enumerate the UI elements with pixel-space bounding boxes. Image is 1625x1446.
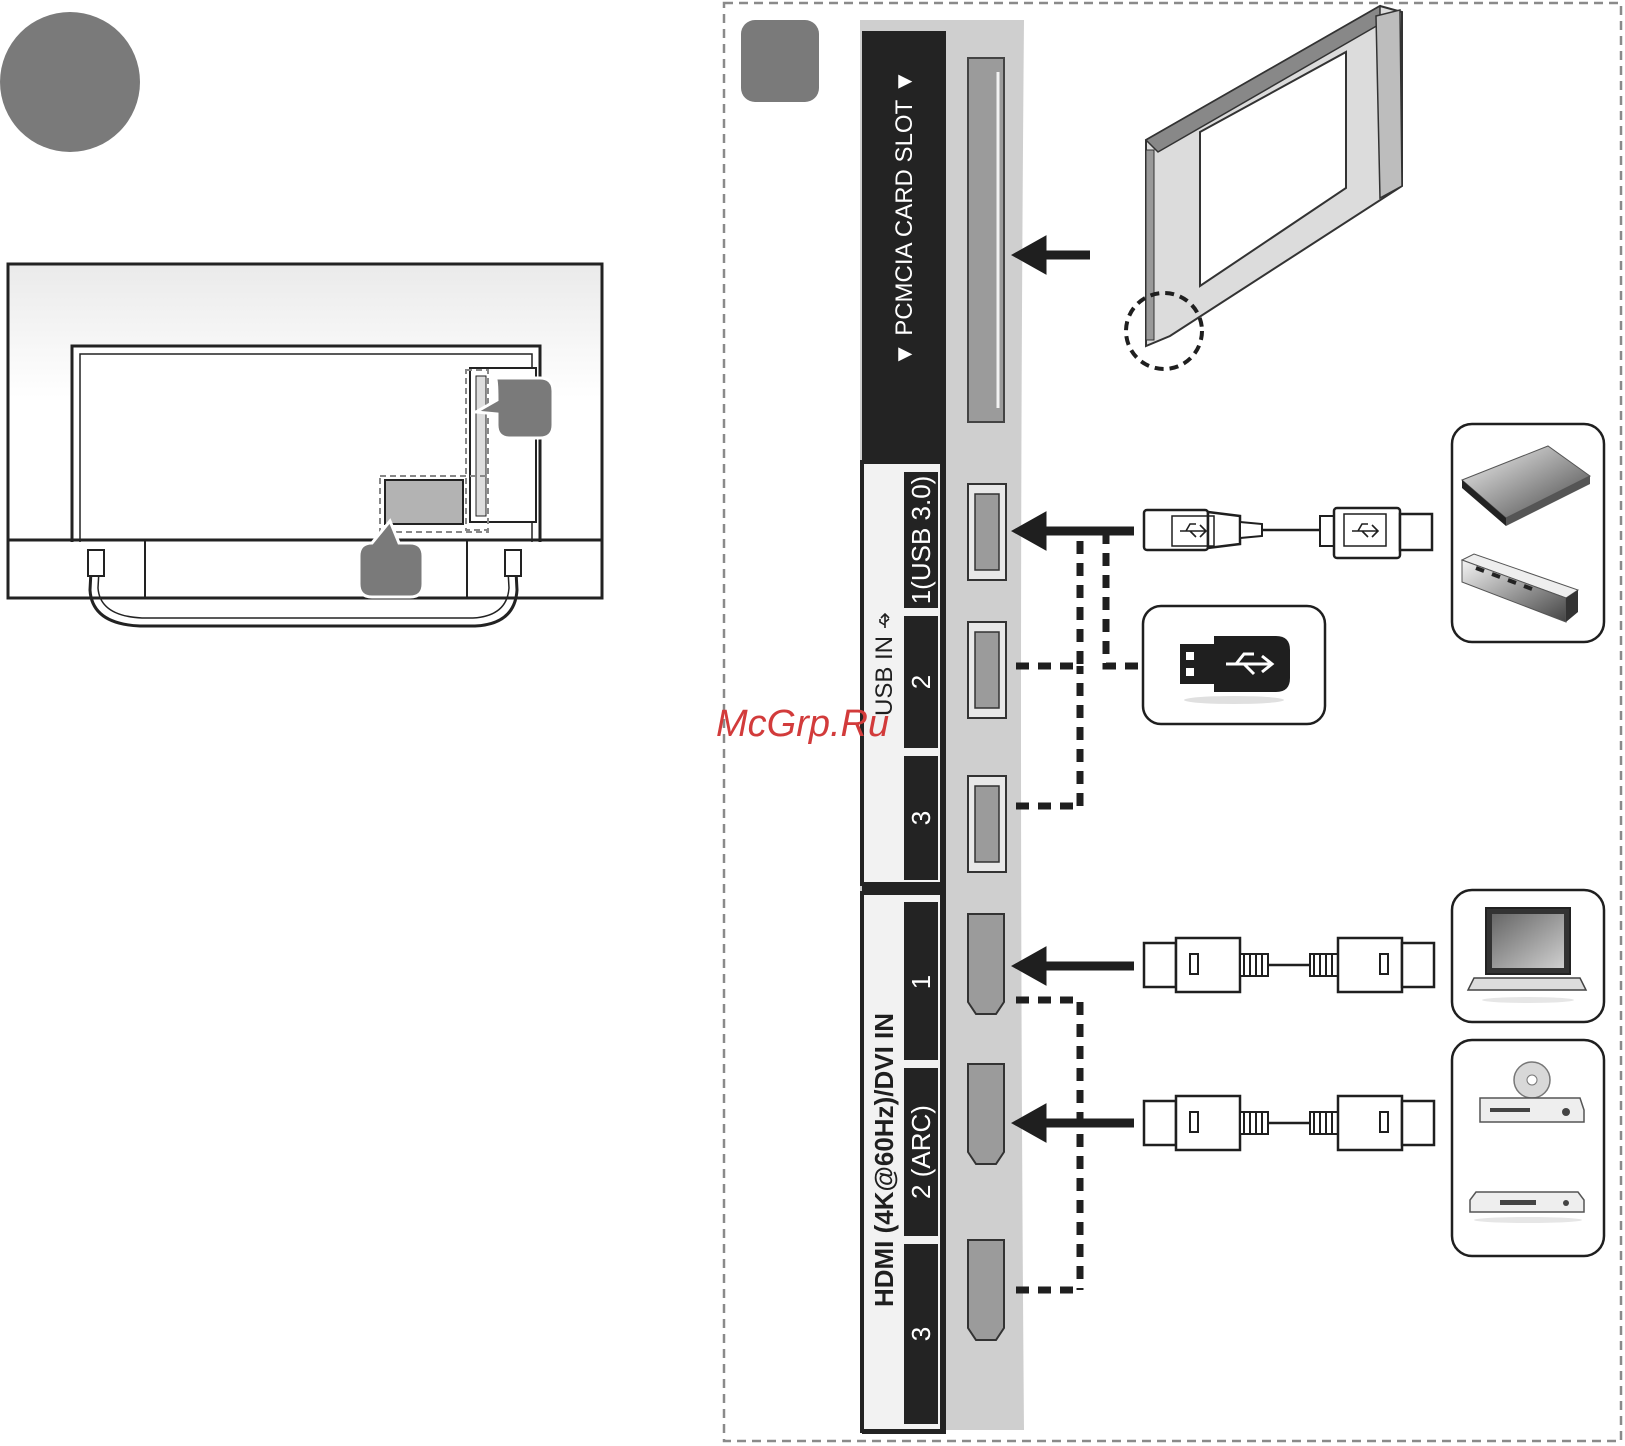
laptop-device — [1452, 890, 1604, 1022]
usb-port-3 — [968, 776, 1006, 872]
hdmi-cable-2 — [1144, 1096, 1434, 1150]
step-badge-b — [741, 20, 819, 102]
pcmcia-slot — [968, 58, 1004, 422]
watermark: McGrp.Ru — [716, 703, 889, 745]
hdmi3-label: 3 — [906, 1327, 936, 1341]
pcmcia-label: ▼ PCMCIA CARD SLOT ▼ — [891, 70, 918, 366]
usb-cable — [1144, 508, 1432, 558]
hdmi1-label: 1 — [906, 975, 936, 989]
ci-card-icon — [1126, 6, 1402, 369]
hdmi-cable-1 — [1144, 938, 1434, 992]
tv-rear-view — [8, 264, 602, 626]
step-badge-a — [0, 12, 140, 152]
hdmi-port-3 — [968, 1240, 1004, 1340]
storage-devices — [1452, 424, 1604, 642]
set-top-box-icon — [1470, 1192, 1584, 1223]
usb-port-2 — [968, 622, 1006, 718]
hdmi-port-1 — [968, 914, 1004, 1014]
usb2-label: 2 — [906, 675, 936, 689]
hdmi-port-2 — [968, 1064, 1004, 1164]
hdmi2-label: 2 (ARC) — [906, 1105, 936, 1199]
dashed-links — [1016, 531, 1142, 1290]
usb-port-1 — [968, 484, 1006, 580]
usb-stick-device — [1143, 606, 1325, 724]
laptop-icon — [1468, 908, 1586, 1003]
usb1-label: 1(USB 3.0) — [906, 476, 936, 605]
av-devices — [1452, 1040, 1604, 1256]
usb3-label: 3 — [906, 811, 936, 825]
hdmi-group-label: HDMI (4K@60Hz)/DVI IN — [869, 1013, 899, 1307]
insert-arrows — [1012, 236, 1134, 1142]
